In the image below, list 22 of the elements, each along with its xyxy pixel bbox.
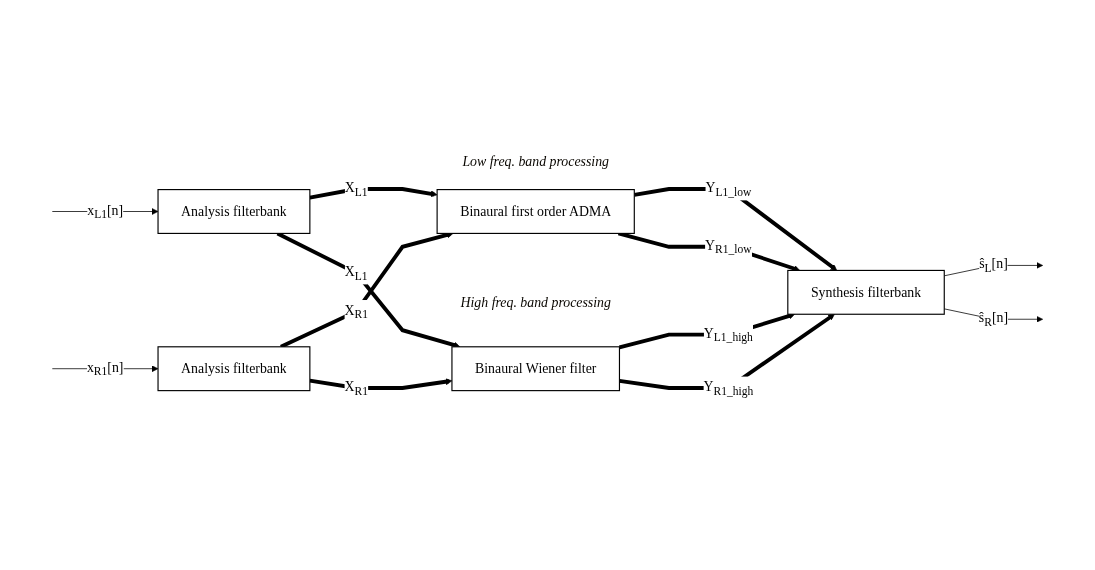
arrow [619,314,835,391]
node-box: Binaural Wiener filter [451,346,621,392]
node-label: High freq. band processing [460,294,611,311]
edge-label: ŝ$_{R}$[n] [978,310,1009,329]
node-label: Low freq. band processing [462,153,609,170]
edge-label: x$_{L1}$[n] [87,202,124,221]
edge-label: x$_{R1}$[n] [86,359,124,378]
edge-label: X$_{R1}$ [344,302,368,321]
node-box: Synthesis filterbank [787,270,945,316]
edge-label: X$_{L1}$ [344,180,368,199]
arrow [309,187,438,200]
edge-label: Y$_{R1_high}$ [703,379,754,398]
node-box: Binaural first order ADMA [436,189,635,235]
node-box: Analysis filterbank [157,346,311,392]
edge-label: ŝ$_{L}$[n] [979,256,1008,275]
edge-label: X$_{R1}$ [344,379,368,398]
arrow [619,313,796,350]
node-box: Analysis filterbank [157,189,311,235]
edge-label: Y$_{R1_low}$ [705,237,752,257]
edge-label: Y$_{L1_high}$ [703,325,753,344]
edge-label: Y$_{L1_low}$ [705,180,752,199]
edge-label: X$_{L1}$ [344,264,368,283]
